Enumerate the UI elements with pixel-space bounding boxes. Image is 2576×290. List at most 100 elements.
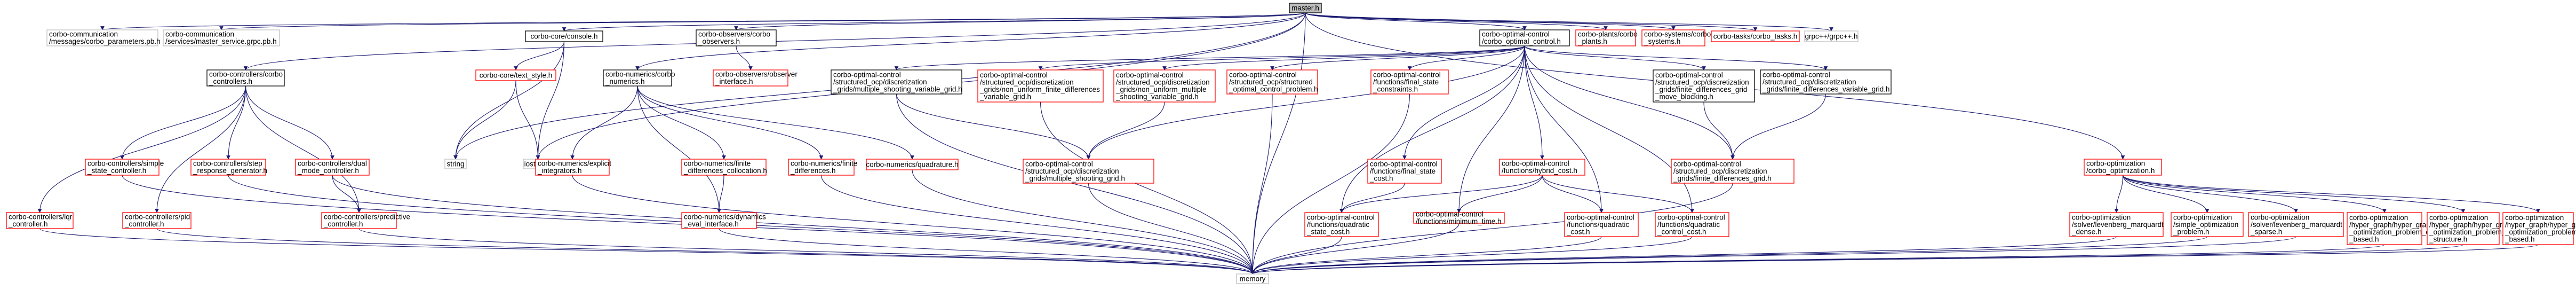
node-label-line: corbo-optimization bbox=[2086, 160, 2145, 168]
node-box bbox=[1236, 273, 1269, 284]
node-label-line: corbo-optimization bbox=[2251, 213, 2309, 221]
node-fn_final_constraints[interactable]: corbo-optimal-control/functions/final_st… bbox=[1370, 69, 1449, 95]
edge-num_quadrature-to-memory bbox=[912, 169, 1255, 275]
node-ctrl_step_response[interactable]: corbo-controllers/step_response_generato… bbox=[190, 159, 267, 176]
node-obs_observers[interactable]: corbo-observers/corbo_observers.h bbox=[696, 29, 777, 46]
edge-ctrl_dual_mode-to-memory bbox=[332, 175, 1255, 275]
node-num_dynamics_eval[interactable]: corbo-numerics/dynamics_eval_interface.h bbox=[681, 212, 766, 229]
edge-opt_optimization-to-opt_hg_ignore bbox=[2122, 175, 2466, 213]
node-label-line: /structured_ocp/discretization bbox=[833, 78, 927, 86]
node-ctrl_lqr[interactable]: corbo-controllers/lqr_controller.h bbox=[6, 212, 74, 229]
node-label-line: corbo-optimal-control bbox=[1567, 213, 1634, 221]
node-master[interactable]: master.h bbox=[1289, 3, 1322, 13]
node-label-line: /services/master_service.grpc.pb.h bbox=[165, 37, 277, 45]
node-num_quadrature[interactable]: corbo-numerics/quadrature.h bbox=[866, 159, 959, 170]
node-label-line: _systems.h bbox=[1644, 37, 1680, 45]
node-label-line: _grids/finite_differences_grid.h bbox=[1673, 174, 1772, 182]
node-box bbox=[2069, 212, 2164, 237]
node-sc_ms_var[interactable]: corbo-optimal-control/structured_ocp/dis… bbox=[831, 69, 962, 95]
node-ctrl_simple_state[interactable]: corbo-controllers/simple_state_controlle… bbox=[85, 159, 164, 176]
edge-opt_optimization-to-opt_hg_vertex bbox=[2122, 175, 2540, 213]
edge-num_numerics-to-num_explicit bbox=[570, 85, 638, 160]
node-plants[interactable]: corbo-plants/corbo_plants.h bbox=[1575, 29, 1638, 46]
node-label-line: _optimization_problem_vertex bbox=[2505, 228, 2576, 236]
node-label-line: corbo-optimization bbox=[2173, 213, 2232, 221]
node-box bbox=[977, 69, 1104, 103]
node-box bbox=[603, 69, 672, 87]
node-num_fd_collocation[interactable]: corbo-numerics/finite_differences_colloc… bbox=[681, 159, 767, 176]
node-box bbox=[475, 69, 556, 81]
node-label-line: corbo-optimization bbox=[2429, 214, 2488, 222]
edge-fn_min_time-to-memory bbox=[1250, 223, 1460, 275]
node-memory: memory bbox=[1236, 273, 1269, 284]
node-num_explicit[interactable]: corbo-numerics/explicit_integrators.h bbox=[535, 159, 611, 176]
node-ocp[interactable]: corbo-optimal-control/corbo_optimal_cont… bbox=[1479, 29, 1570, 46]
edge-num_numerics-to-num_fd bbox=[637, 85, 824, 160]
node-label-line: _structure.h bbox=[2429, 236, 2467, 244]
node-msg_params: corbo-communication/messages/corbo_param… bbox=[46, 29, 161, 46]
node-label-line: /functions/quadratic bbox=[1307, 221, 1369, 229]
node-sc_problem[interactable]: corbo-optimal-control/structured_ocp/str… bbox=[1226, 69, 1318, 95]
node-label-line: _grids/multiple_shooting_grid.h bbox=[1025, 174, 1125, 182]
node-sc_ms_grid[interactable]: corbo-optimal-control/structured_ocp/dis… bbox=[1023, 159, 1154, 184]
node-systems[interactable]: corbo-systems/corbo_systems.h bbox=[1641, 29, 1711, 46]
node-fn_quad_control[interactable]: corbo-optimal-control/functions/quadrati… bbox=[1655, 212, 1729, 237]
edge-fn_hybrid_cost-to-fn_quad_control bbox=[1542, 175, 1694, 213]
node-label-line: _controller.h bbox=[124, 220, 164, 228]
node-box bbox=[2347, 212, 2422, 245]
node-num_fd[interactable]: corbo-numerics/finite_differences.h bbox=[788, 159, 857, 176]
node-box bbox=[535, 159, 610, 176]
node-opt_hg_vertex[interactable]: corbo-optimization/hyper_graph/hyper_gra… bbox=[2502, 212, 2576, 245]
node-num_numerics[interactable]: corbo-numerics/corbo_numerics.h bbox=[603, 69, 675, 87]
node-label-line: /simple_optimization bbox=[2173, 221, 2238, 229]
node-label-line: _numerics.h bbox=[605, 77, 645, 85]
node-box bbox=[1653, 69, 1755, 103]
node-label-line: _controllers.h bbox=[209, 77, 252, 85]
node-tasks[interactable]: corbo-tasks/corbo_tasks.h bbox=[1711, 30, 1800, 42]
edge-fn_hybrid_cost-to-fn_quad_cost bbox=[1542, 175, 1604, 213]
node-opt_hg_edge[interactable]: corbo-optimization/hyper_graph/hyper_gra… bbox=[2347, 212, 2442, 245]
node-opt_lm_sparse[interactable]: corbo-optimization/solver/levenberg_marq… bbox=[2248, 212, 2344, 237]
node-opt_simple_problem[interactable]: corbo-optimization/simple_optimization_p… bbox=[2171, 212, 2244, 237]
node-box bbox=[1711, 30, 1800, 42]
node-ctrl_pid[interactable]: corbo-controllers/pid_controller.h bbox=[122, 212, 192, 229]
node-label-line: corbo-controllers/step bbox=[193, 160, 262, 168]
node-opt_optimization[interactable]: corbo-optimization/corbo_optimization.h bbox=[2084, 159, 2162, 176]
node-opt_lm_dense[interactable]: corbo-optimization/solver/levenberg_marq… bbox=[2069, 212, 2164, 237]
node-ctrl_predictive[interactable]: corbo-controllers/predictive_controller.… bbox=[321, 212, 410, 229]
node-fn_min_time[interactable]: corbo-optimal-control/functions/minimum_… bbox=[1413, 210, 1505, 226]
node-fn_hybrid_cost[interactable]: corbo-optimal-control/functions/hybrid_c… bbox=[1499, 159, 1585, 176]
node-label-line: corbo-numerics/explicit bbox=[538, 160, 611, 168]
node-ctrl_dual_mode[interactable]: corbo-controllers/dual_mode_controller.h bbox=[295, 159, 370, 176]
node-label-line: _sparse.h bbox=[2250, 228, 2282, 236]
node-label-line: _variable_grid.h bbox=[979, 93, 1031, 101]
node-opt_hg_ignore[interactable]: corbo-optimization/hyper_graph/hyper_gra… bbox=[2427, 212, 2526, 245]
node-sc_fd_move_blocking[interactable]: corbo-optimal-control/structured_ocp/dis… bbox=[1653, 69, 1755, 103]
edge-opt_lm_dense-to-memory bbox=[1250, 236, 2117, 275]
node-label-line: corbo-optimal-control bbox=[833, 70, 901, 79]
edge-opt_optimization-to-opt_lm_dense bbox=[2114, 175, 2124, 213]
node-box bbox=[85, 159, 159, 176]
node-label-line: corbo-optimal-control bbox=[1762, 70, 1830, 79]
node-label-line: corbo-optimal-control bbox=[1370, 160, 1438, 168]
node-label-line: corbo-tasks/corbo_tasks.h bbox=[1713, 32, 1798, 40]
node-sc_fd_var_nu[interactable]: corbo-optimal-control/structured_ocp/dis… bbox=[977, 69, 1104, 103]
node-label-line: /hyper_graph/hyper_graph bbox=[2349, 221, 2434, 229]
node-fn_quad_cost[interactable]: corbo-optimal-control/functions/quadrati… bbox=[1564, 212, 1639, 237]
node-fn_final_cost[interactable]: corbo-optimal-control/functions/final_st… bbox=[1367, 159, 1442, 184]
edge-ocp-to-sc_fd_var bbox=[1524, 45, 1828, 70]
node-label-line: corbo-numerics/dynamics bbox=[684, 213, 766, 221]
node-sc_ms_var_nu[interactable]: corbo-optimal-control/structured_ocp/dis… bbox=[1113, 69, 1216, 103]
node-sc_fd_var[interactable]: corbo-optimal-control/structured_ocp/dis… bbox=[1760, 69, 1892, 95]
edge-num_fd-to-memory bbox=[820, 175, 1255, 275]
node-label-line: corbo-optimization bbox=[2072, 213, 2131, 221]
node-fn_quad_state[interactable]: corbo-optimal-control/functions/quadrati… bbox=[1304, 212, 1379, 237]
node-core_console[interactable]: corbo-core/console.h bbox=[525, 30, 603, 42]
node-obs_interface[interactable]: corbo-observers/observer_interface.h bbox=[713, 69, 797, 87]
node-label-line: /functions/quadratic bbox=[1567, 221, 1629, 229]
node-sc_fd_grid[interactable]: corbo-optimal-control/structured_ocp/dis… bbox=[1671, 159, 1795, 184]
node-label-line: _dense.h bbox=[2071, 228, 2102, 236]
node-text_style[interactable]: corbo-core/text_style.h bbox=[475, 69, 556, 81]
node-ctrl_controllers[interactable]: corbo-controllers/corbo_controllers.h bbox=[206, 69, 285, 87]
node-label-line: corbo-optimization bbox=[2505, 214, 2564, 222]
